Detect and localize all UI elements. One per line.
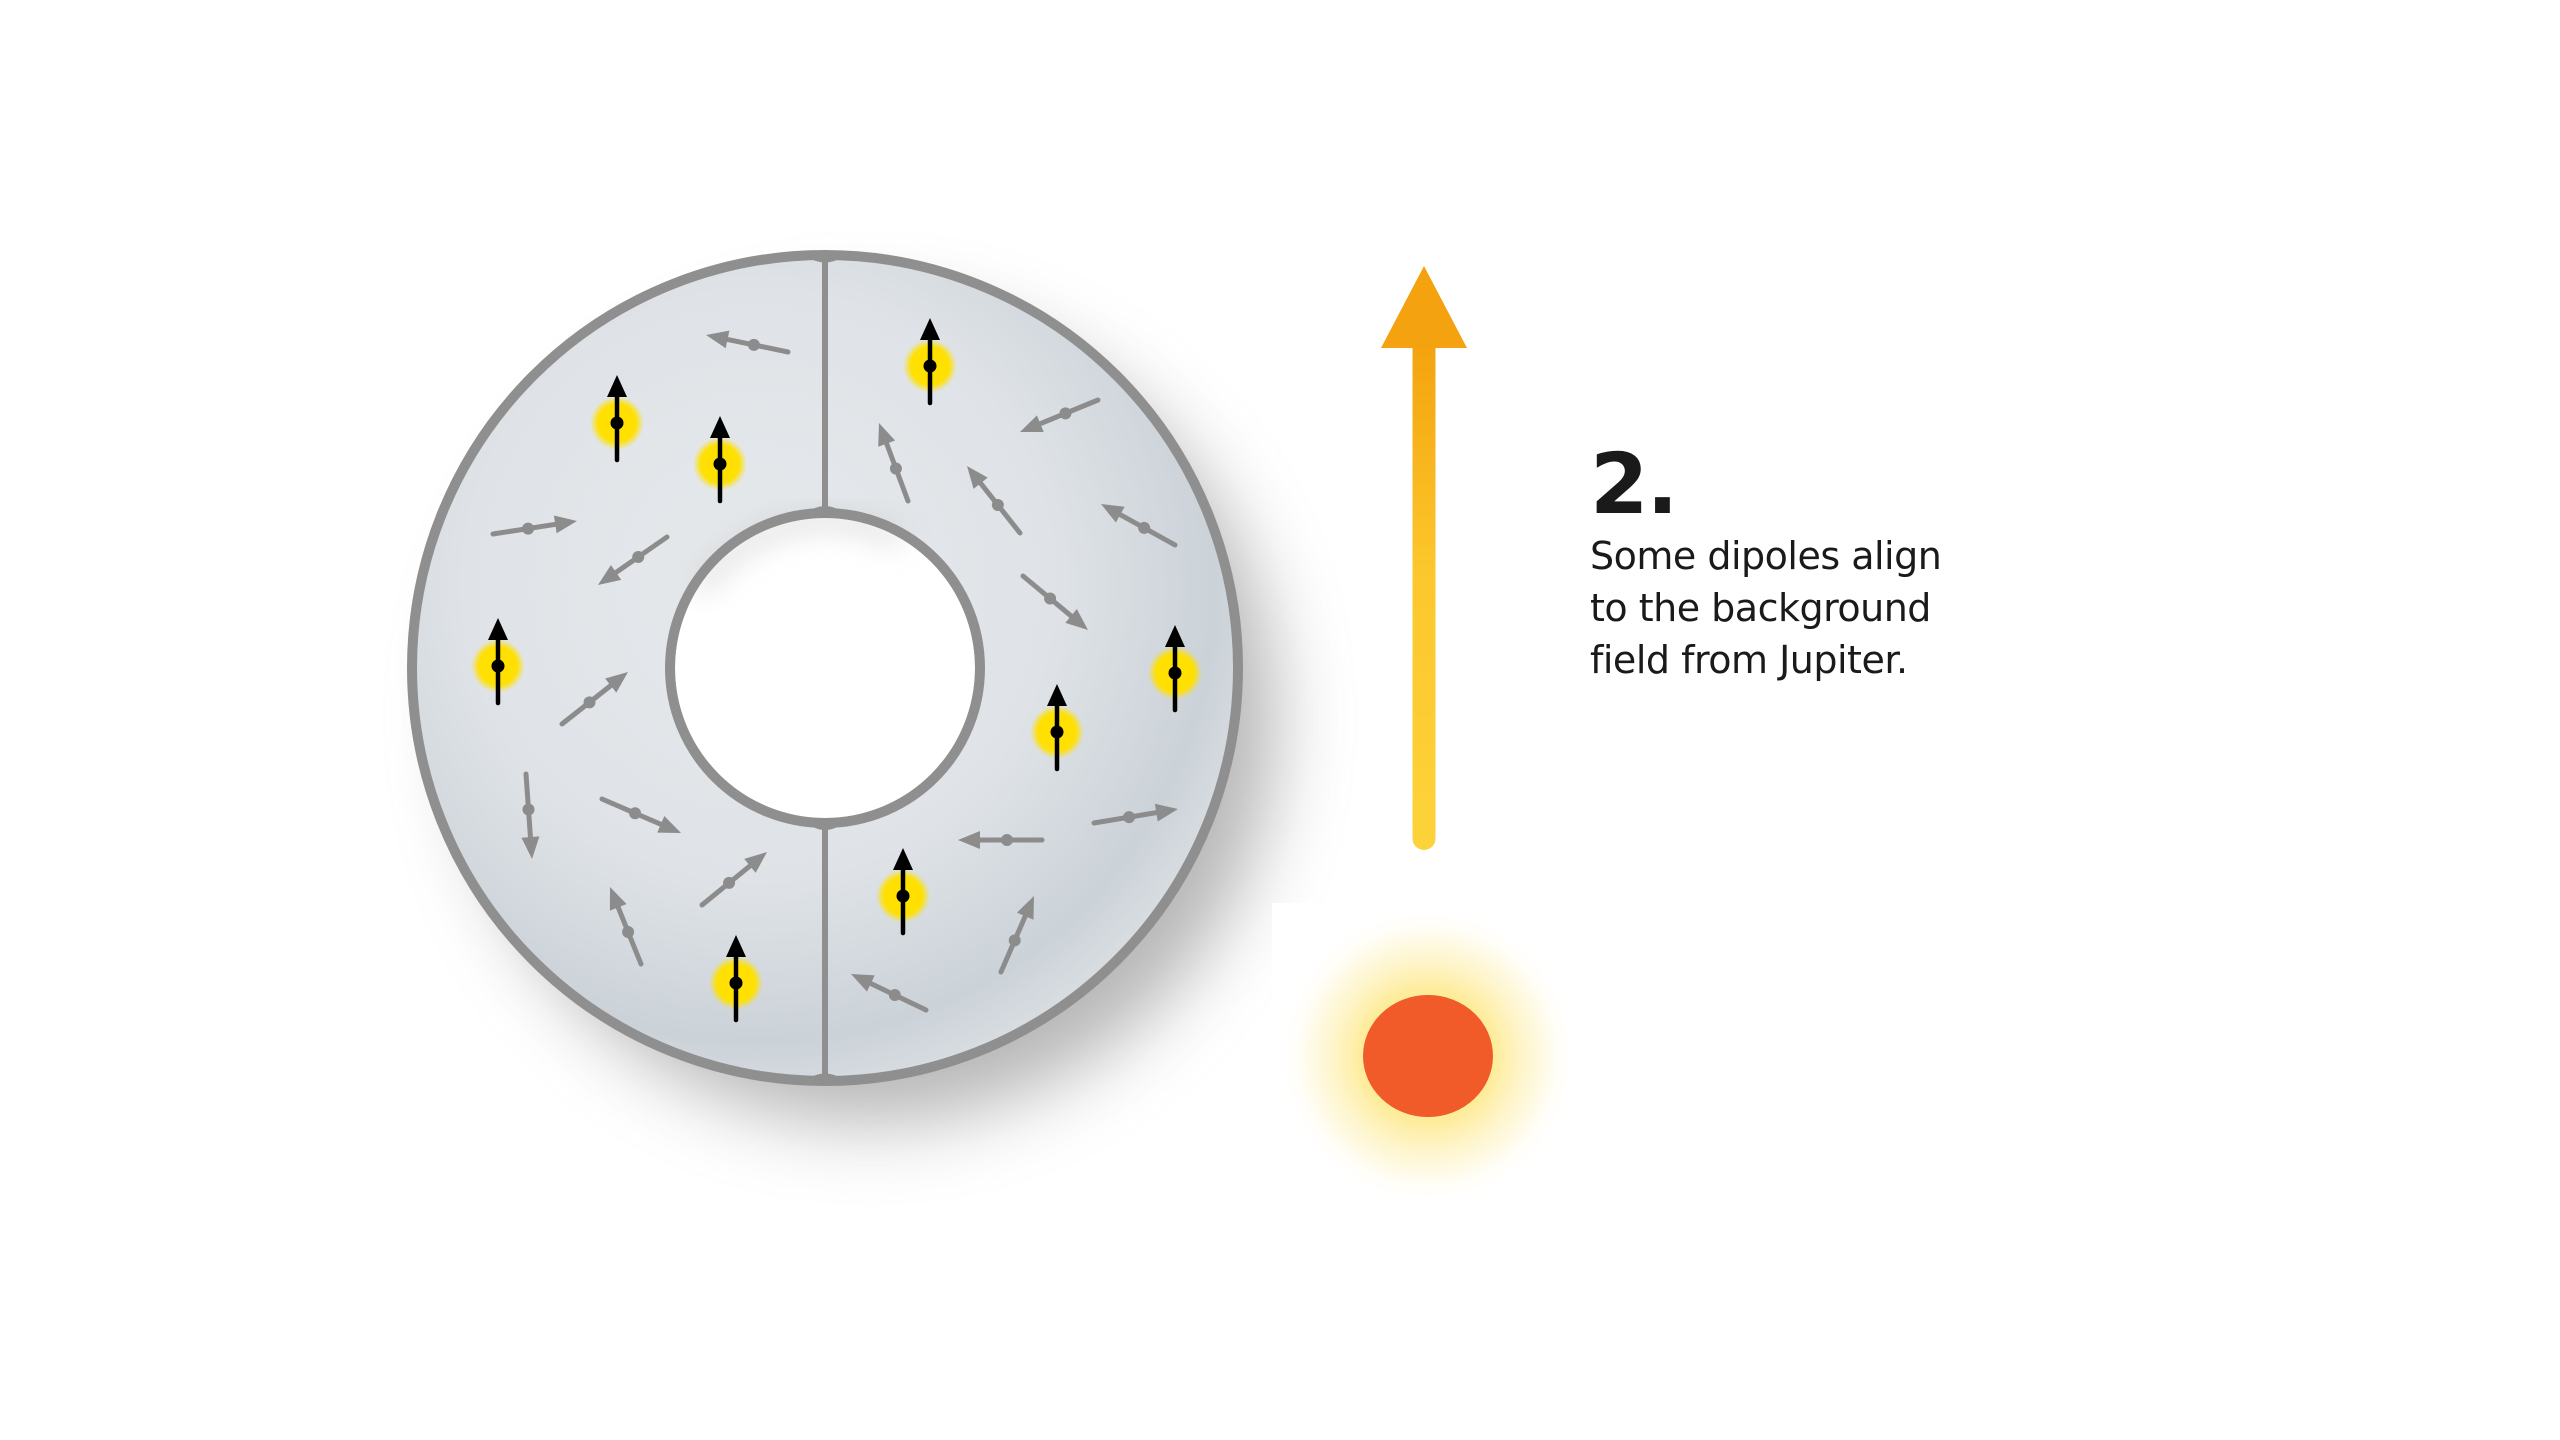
aligned-dipole-arrow-icon bbox=[1148, 625, 1202, 713]
random-dipole-arrow-icon bbox=[851, 974, 929, 1013]
random-dipole-arrow-icon bbox=[998, 896, 1034, 975]
random-dipole-arrow-icon bbox=[878, 423, 911, 504]
random-dipoles bbox=[490, 330, 1178, 1013]
random-dipole-arrow-icon bbox=[1020, 397, 1101, 432]
random-dipole-arrow-icon bbox=[490, 515, 577, 537]
ring bbox=[407, 250, 1243, 1086]
step-number: 2. bbox=[1590, 435, 1678, 533]
caption-line-3: field from Jupiter. bbox=[1590, 638, 1908, 682]
aligned-dipole-arrow-icon bbox=[590, 375, 644, 463]
aligned-dipole-arrow-icon bbox=[1030, 684, 1084, 772]
random-dipole-arrow-icon bbox=[1020, 573, 1088, 630]
jupiter-icon bbox=[1278, 906, 1578, 1206]
aligned-dipole-arrow-icon bbox=[903, 318, 957, 406]
caption-line-2: to the background bbox=[1590, 586, 1931, 630]
aligned-dipole-arrow-icon bbox=[693, 416, 747, 504]
random-dipole-arrow-icon bbox=[1091, 803, 1178, 826]
random-dipole-arrow-icon bbox=[559, 672, 628, 727]
aligned-dipole-arrow-icon bbox=[471, 618, 525, 706]
random-dipole-arrow-icon bbox=[706, 330, 791, 355]
random-dipole-arrow-icon bbox=[1101, 504, 1178, 548]
caption: 2. Some dipoles align to the background … bbox=[1590, 435, 1942, 686]
random-dipole-arrow-icon bbox=[599, 796, 681, 833]
random-dipole-arrow-icon bbox=[699, 852, 767, 908]
caption-line-1: Some dipoles align bbox=[1590, 534, 1942, 578]
caption-body: Some dipoles align to the background fie… bbox=[1590, 530, 1942, 686]
random-dipole-arrow-icon bbox=[958, 831, 1045, 849]
aligned-dipoles bbox=[471, 318, 1202, 1023]
aligned-dipole-arrow-icon bbox=[709, 935, 763, 1023]
random-dipole-arrow-icon bbox=[609, 887, 644, 967]
random-dipole-arrow-icon bbox=[521, 771, 540, 859]
random-dipole-arrow-icon bbox=[967, 466, 1023, 536]
random-dipole-arrow-icon bbox=[598, 534, 670, 585]
aligned-dipole-arrow-icon bbox=[876, 848, 930, 936]
field-arrow-icon bbox=[1381, 266, 1467, 851]
